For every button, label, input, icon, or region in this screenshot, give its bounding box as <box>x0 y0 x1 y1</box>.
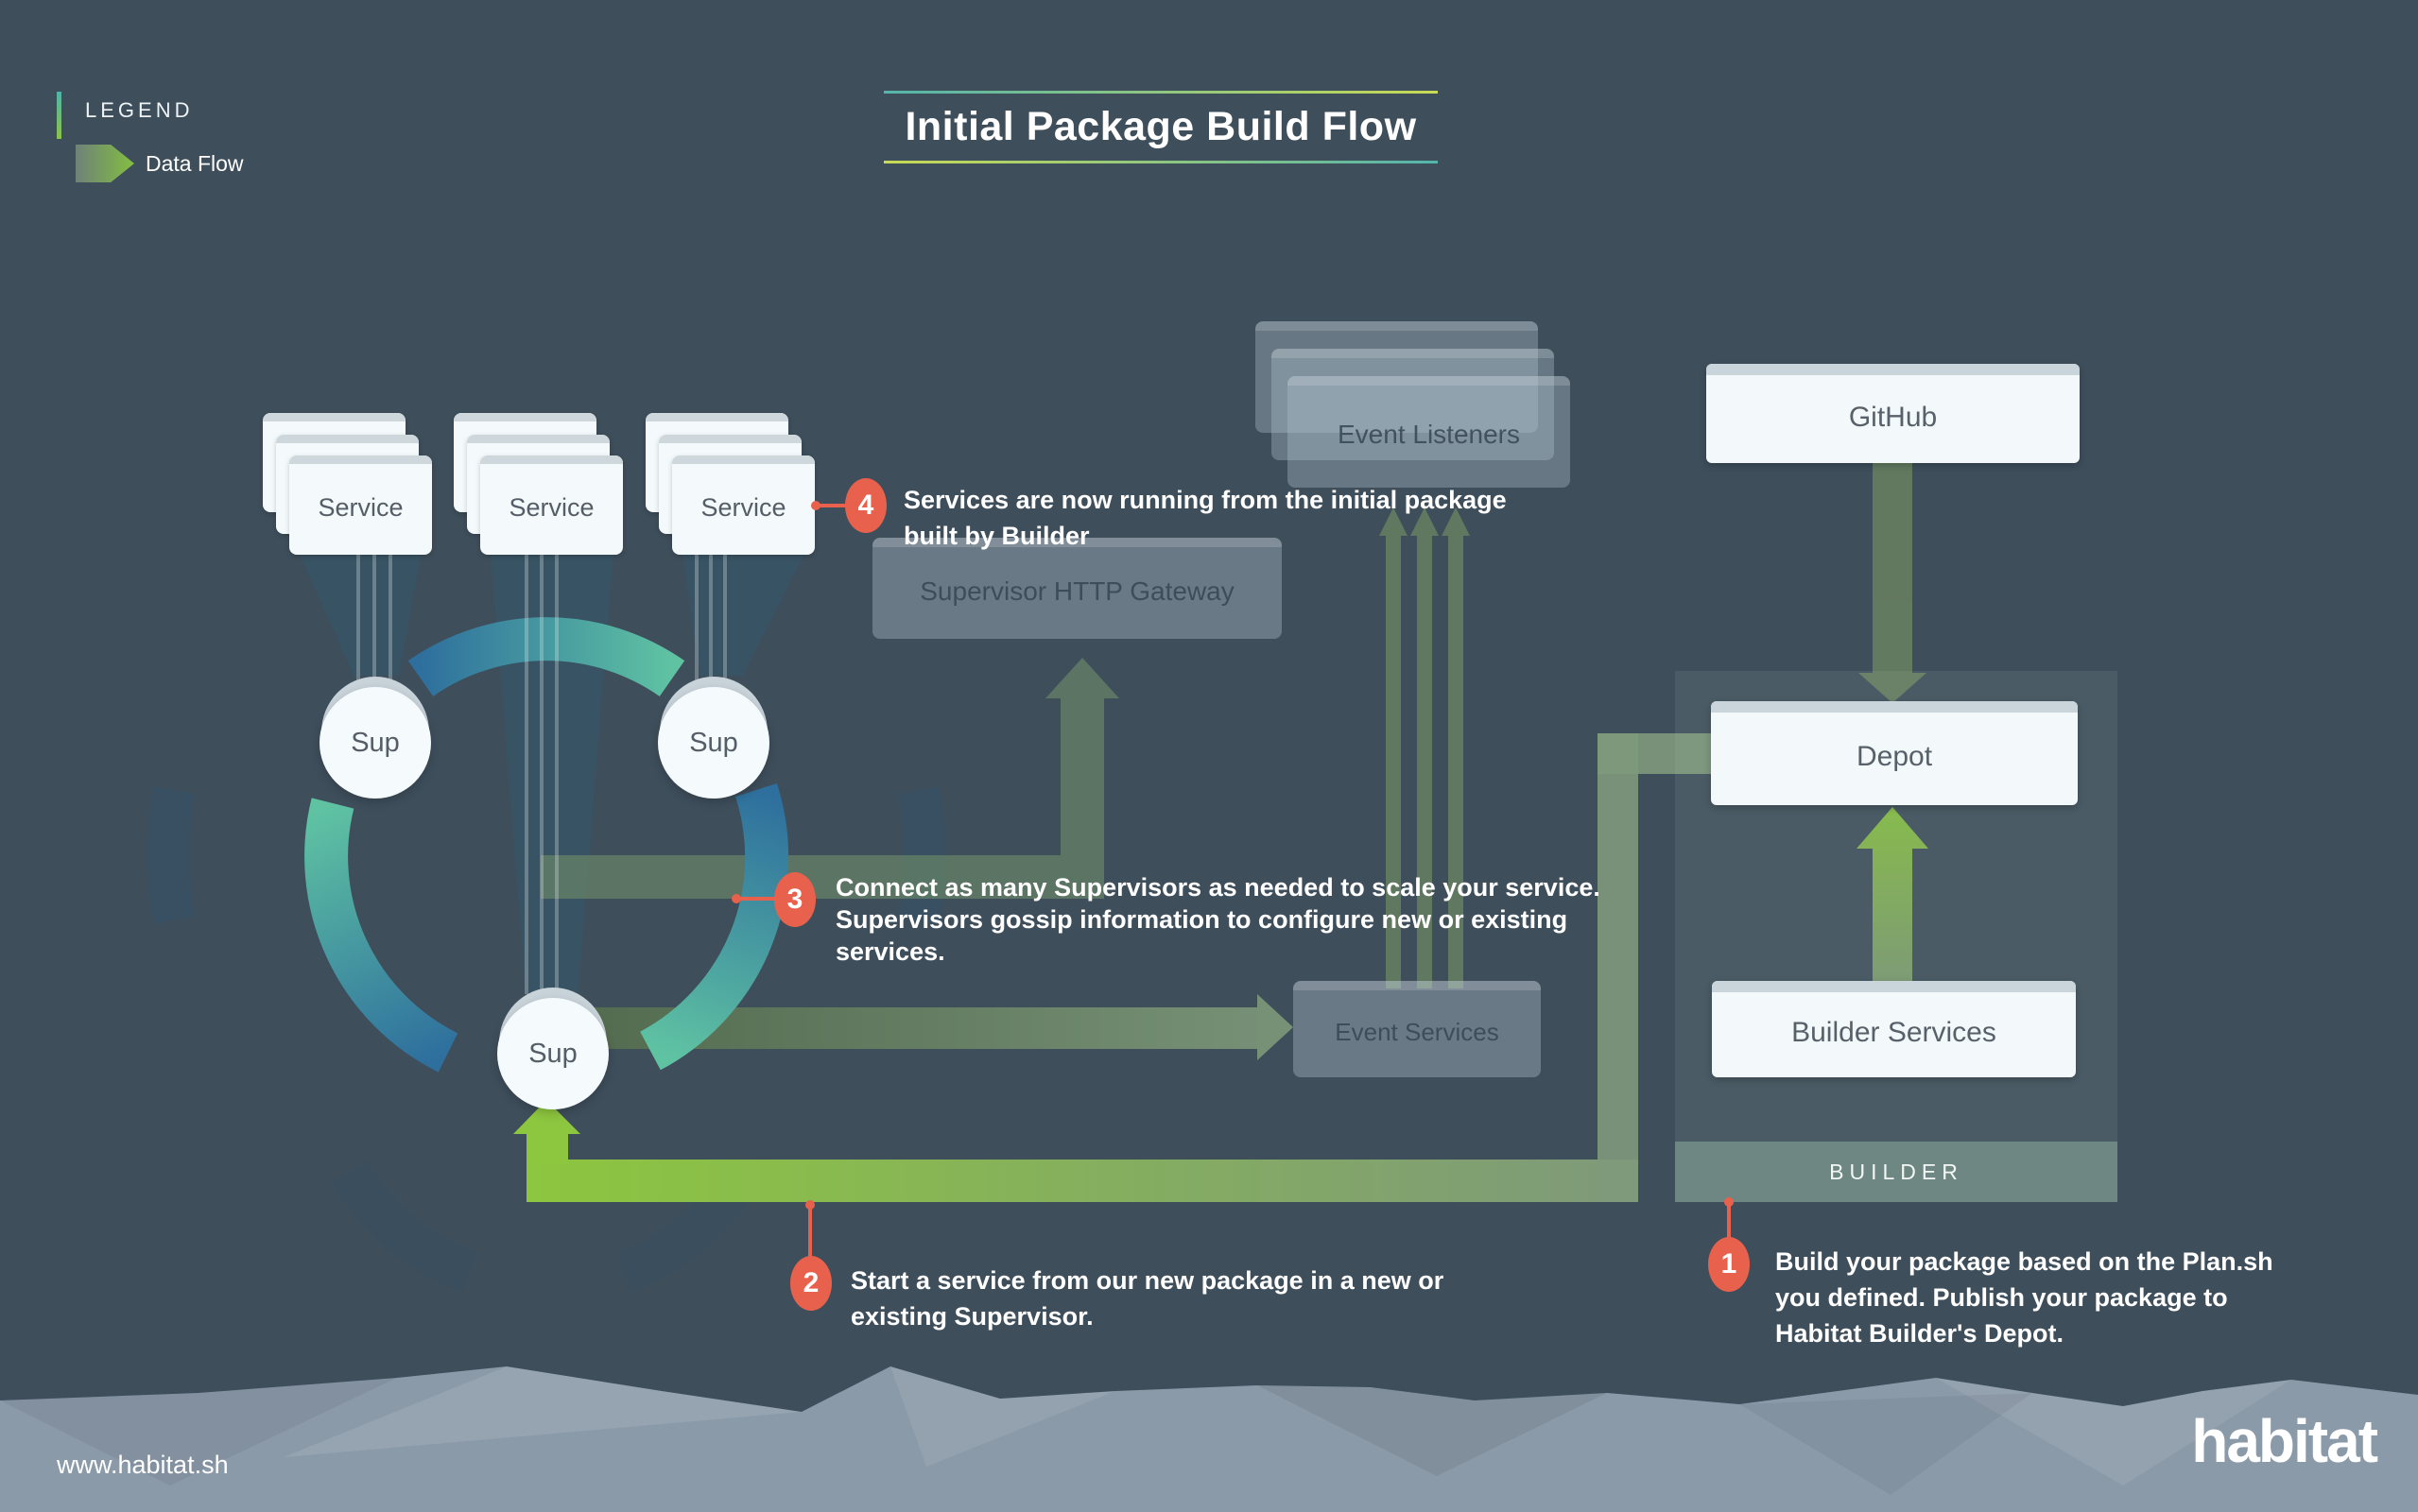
ring-arc-top <box>407 617 685 697</box>
service-card-front: Service <box>480 455 623 555</box>
service-label: Service <box>318 493 404 522</box>
annotation-4-connector <box>819 504 848 507</box>
arrowhead-into-listeners <box>1379 507 1408 536</box>
arrowhead-into-supervisor <box>513 1100 580 1134</box>
arrowhead-up-depot <box>1857 807 1928 849</box>
annotation-line: Start a service from our new package in … <box>851 1266 1444 1295</box>
ring-arc-left <box>304 798 458 1073</box>
annotation-1-dot <box>1724 1197 1734 1207</box>
site-url: www.habitat.sh <box>57 1451 229 1479</box>
arrowhead-into-event-services <box>1257 994 1293 1060</box>
annotation-1-text: Build your package based on the Plan.sh … <box>1775 1244 2273 1351</box>
builder-services-box: Builder Services <box>1712 981 2076 1077</box>
annotation-line: existing Supervisor. <box>851 1302 1094 1331</box>
annotation-line: Build your package based on the Plan.sh <box>1775 1247 2273 1276</box>
legend-data-flow-label: Data Flow <box>146 151 244 176</box>
event-listeners-card-front: Event Listeners <box>1287 376 1570 488</box>
annotation-2-text: Start a service from our new package in … <box>851 1263 1443 1334</box>
builder-services-label: Builder Services <box>1791 1017 1996 1048</box>
arrowhead-into-listeners <box>1442 507 1470 536</box>
annotation-3-number: 3 <box>774 872 816 927</box>
service-card-front: Service <box>672 455 815 555</box>
annotation-line: Supervisors gossip information to config… <box>836 905 1568 934</box>
habitat-logo: habitat <box>2191 1407 2378 1475</box>
annotation-1-number: 1 <box>1708 1237 1750 1292</box>
footer: www.habitat.sh habitat <box>0 1351 2418 1512</box>
annotation-3-dot <box>732 894 741 903</box>
depot-label: Depot <box>1856 741 1933 772</box>
depot-box: Depot <box>1711 701 2078 805</box>
flow-depot-to-supervisor <box>513 733 1712 1202</box>
supervisor-node-right: Sup <box>658 677 769 799</box>
supervisor-label: Sup <box>528 1038 578 1069</box>
service-label: Service <box>509 493 595 522</box>
supervisor-node-left: Sup <box>320 677 431 799</box>
github-box: GitHub <box>1706 364 2080 463</box>
annotation-4-number: 4 <box>845 478 887 533</box>
legend-heading: LEGEND <box>85 98 194 122</box>
event-listeners-card-mid <box>1271 349 1554 460</box>
mountains-graphic <box>0 1366 2418 1512</box>
legend-accent-bar <box>57 92 61 139</box>
annotation-line: services. <box>836 937 945 966</box>
supervisor-circle: Sup <box>320 687 431 799</box>
service-label: Service <box>700 493 786 522</box>
arrowhead-into-gateway <box>1045 658 1119 698</box>
annotation-4-dot <box>811 501 820 510</box>
supervisor-label: Sup <box>689 727 738 758</box>
ring-arc-right <box>639 782 789 1071</box>
title-rule-bottom <box>884 161 1438 163</box>
annotation-line: Connect as many Supervisors as needed to… <box>836 873 1600 902</box>
flow-supervisor-to-gateway <box>541 658 1119 899</box>
arrowhead-into-listeners <box>1410 507 1439 536</box>
builder-band: BUILDER <box>1675 1142 2117 1202</box>
flow-event-services-to-listeners <box>1379 507 1470 988</box>
annotation-2-connector <box>808 1208 812 1259</box>
annotation-3-connector <box>739 897 777 901</box>
event-listeners-stack: Event Listeners <box>1255 321 1571 489</box>
event-listeners-card-back <box>1255 321 1538 433</box>
event-services-box: Event Services <box>1293 981 1541 1077</box>
annotation-2-number: 2 <box>790 1256 832 1311</box>
annotation-line: Habitat Builder's Depot. <box>1775 1319 2064 1348</box>
annotation-4-text: Services are now running from the initia… <box>904 482 1507 554</box>
arrowhead-into-depot <box>1858 673 1926 703</box>
service-stack-2: Service <box>454 413 624 556</box>
service-stack-3: Service <box>646 413 816 556</box>
service-connection-lines <box>356 553 727 994</box>
flow-github-to-depot <box>1858 463 1926 703</box>
event-listeners-label: Event Listeners <box>1338 420 1520 449</box>
annotation-line: you defined. Publish your package to <box>1775 1283 2228 1312</box>
annotation-2-dot <box>805 1200 815 1210</box>
supervisor-node-bottom: Sup <box>497 988 609 1109</box>
builder-band-label: BUILDER <box>1829 1159 1963 1184</box>
supervisor-label: Sup <box>351 727 400 758</box>
annotation-1-connector <box>1727 1205 1731 1241</box>
supervisor-http-gateway-box: Supervisor HTTP Gateway <box>872 538 1282 639</box>
annotation-line: built by Builder <box>904 522 1090 550</box>
flow-builder-services-to-depot <box>1857 807 1928 981</box>
title-rule-top <box>884 91 1438 94</box>
supervisor-ring-arcs <box>304 617 789 1073</box>
supervisor-circle: Sup <box>658 687 769 799</box>
service-card-front: Service <box>289 455 432 555</box>
event-services-label: Event Services <box>1335 1017 1499 1046</box>
title-block: Initial Package Build Flow <box>884 91 1438 163</box>
github-label: GitHub <box>1848 401 1938 433</box>
supervisor-circle: Sup <box>497 998 609 1109</box>
page-title: Initial Package Build Flow <box>905 104 1417 149</box>
gateway-label: Supervisor HTTP Gateway <box>920 576 1235 606</box>
annotation-3-text: Connect as many Supervisors as needed to… <box>836 871 1600 968</box>
service-stack-1: Service <box>263 413 433 556</box>
annotation-line: Services are now running from the initia… <box>904 486 1507 514</box>
